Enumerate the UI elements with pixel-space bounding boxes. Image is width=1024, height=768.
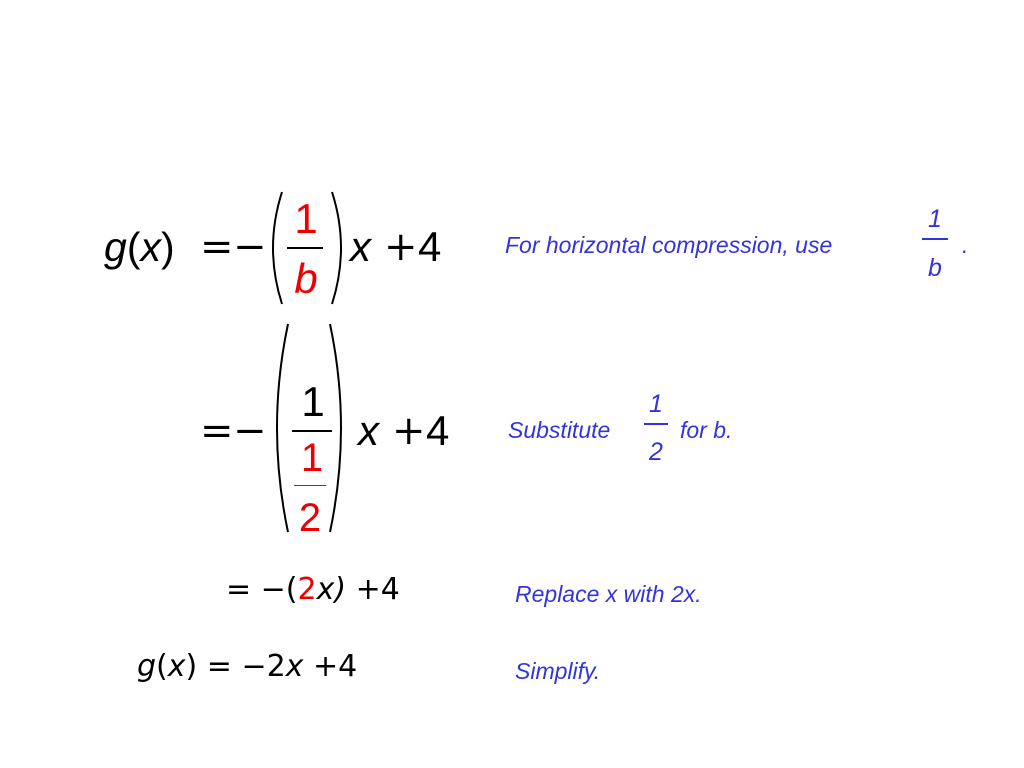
step2-minus: − bbox=[233, 408, 267, 454]
step4-note: Simplify. bbox=[515, 658, 601, 684]
step3-x: x) bbox=[316, 572, 347, 607]
step3-suffix: +4 bbox=[346, 572, 400, 607]
step1-plus: + bbox=[384, 224, 418, 270]
step1-g: g bbox=[104, 224, 127, 270]
step2-note-suffix: for b. bbox=[680, 417, 733, 443]
step1-fraction-denominator: b bbox=[294, 255, 318, 302]
step4-x2: x bbox=[285, 649, 304, 684]
step2-note: Substitute bbox=[508, 417, 611, 443]
step4-open: ( bbox=[156, 649, 168, 684]
step4-middle: ) = −2 bbox=[185, 649, 286, 684]
step2-plus: + bbox=[392, 408, 426, 454]
step1-fraction-bar bbox=[287, 247, 323, 249]
step4-g: g bbox=[137, 649, 157, 684]
step3-note: Replace x with 2x. bbox=[515, 581, 702, 607]
step1-note: For horizontal compression, use bbox=[505, 232, 833, 258]
step1-equals: = bbox=[200, 224, 234, 270]
step3-equation: = −(2x) +4 bbox=[226, 572, 400, 608]
step1-note-period: . bbox=[962, 232, 969, 258]
step2-note-fraction-denominator: 2 bbox=[649, 438, 663, 466]
step2-outer-fraction-bar bbox=[292, 430, 332, 432]
step2-outer-numerator: 1 bbox=[301, 378, 325, 425]
step1-note-fraction-numerator: 1 bbox=[928, 205, 942, 233]
step1-parentheses bbox=[272, 191, 342, 305]
step1-lhs: g(x) bbox=[104, 222, 175, 272]
step1-minus: − bbox=[233, 224, 267, 270]
step1-lhs-close: ) bbox=[160, 224, 175, 270]
step2-note-fraction-bar bbox=[644, 423, 668, 425]
step1-lhs-x: x bbox=[140, 224, 161, 270]
step4-equation: g(x) = −2x +4 bbox=[137, 649, 357, 685]
step3-prefix: = −( bbox=[226, 572, 298, 607]
step1-note-fraction-bar bbox=[922, 238, 948, 240]
step4-suffix: +4 bbox=[303, 649, 358, 684]
step3-coefficient: 2 bbox=[297, 572, 317, 607]
step1-fraction-numerator: 1 bbox=[294, 195, 318, 242]
step1-lhs-open: ( bbox=[126, 224, 141, 270]
step1-note-fraction-denominator: b bbox=[928, 254, 942, 282]
step2-x: x bbox=[358, 407, 379, 454]
step2-constant: 4 bbox=[426, 407, 450, 454]
step4-x: x bbox=[167, 649, 186, 684]
step2-equals: = bbox=[200, 408, 234, 454]
step2-inner-denominator: 2 bbox=[298, 496, 322, 540]
step1-constant: 4 bbox=[418, 223, 442, 270]
step2-note-fraction-numerator: 1 bbox=[649, 390, 663, 418]
step2-inner-fraction-bar bbox=[294, 485, 326, 486]
step2-parentheses bbox=[276, 323, 342, 533]
step1-x: x bbox=[350, 223, 371, 270]
step2-inner-numerator: 1 bbox=[300, 436, 324, 480]
